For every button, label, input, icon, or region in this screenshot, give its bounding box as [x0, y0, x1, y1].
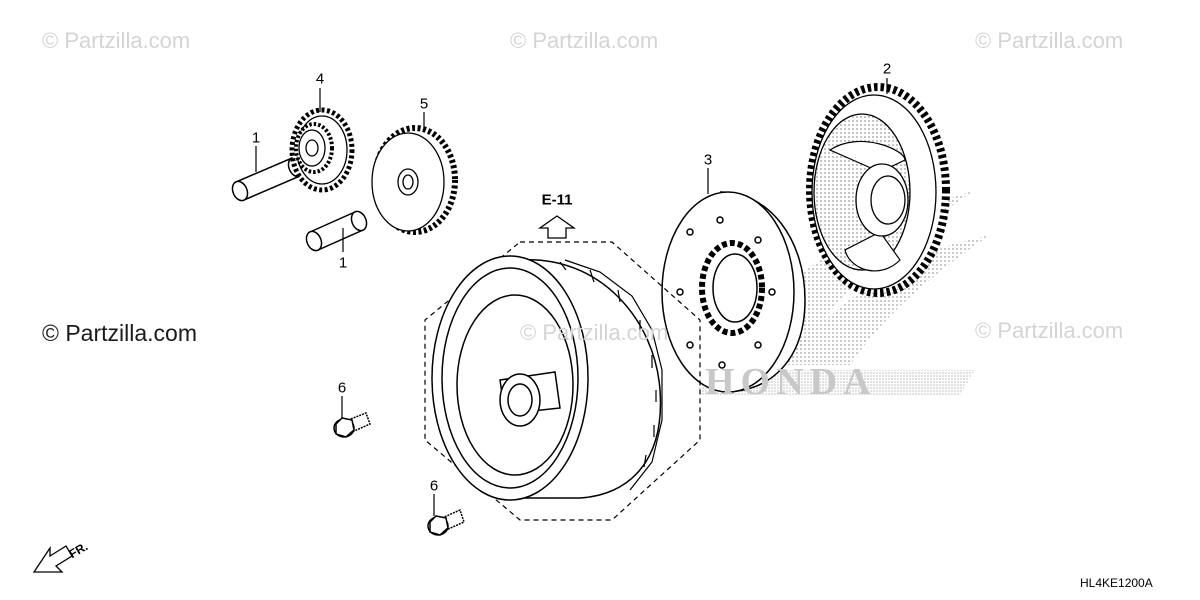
- watermark-right: © Partzilla.com: [975, 318, 1124, 343]
- idle-gear[interactable]: [371, 125, 458, 235]
- callout-4[interactable]: 4: [315, 70, 325, 88]
- diagram-code: HL4KE1200A: [1080, 576, 1153, 590]
- callout-6-upper[interactable]: 6: [337, 379, 347, 397]
- flywheel[interactable]: [431, 255, 663, 501]
- reference-label[interactable]: E-11: [541, 191, 573, 209]
- callout-6-lower[interactable]: 6: [429, 477, 439, 495]
- watermark-left-dark: © Partzilla.com: [42, 320, 197, 346]
- leader-lines: [255, 78, 888, 516]
- pin-lower[interactable]: [304, 209, 370, 253]
- callout-1-upper[interactable]: 1: [251, 129, 261, 147]
- watermark-top-center: © Partzilla.com: [510, 28, 659, 53]
- starter-driven-gear[interactable]: [806, 83, 950, 297]
- small-gear[interactable]: [289, 107, 355, 193]
- watermark-top-right: © Partzilla.com: [975, 28, 1124, 53]
- reference-arrow: [537, 215, 577, 239]
- one-way-clutch[interactable]: [661, 191, 806, 393]
- flange-bolt-upper[interactable]: [333, 412, 371, 438]
- watermark-center: © Partzilla.com: [520, 320, 669, 345]
- honda-wordmark: HONDA: [705, 361, 877, 403]
- callout-2[interactable]: 2: [882, 60, 892, 78]
- watermark-top-left: © Partzilla.com: [42, 28, 191, 53]
- callout-3[interactable]: 3: [703, 151, 713, 169]
- front-direction-arrow: [32, 545, 73, 573]
- flange-bolt-lower[interactable]: [427, 508, 465, 536]
- callout-1-lower[interactable]: 1: [338, 254, 348, 272]
- callout-5[interactable]: 5: [419, 95, 429, 113]
